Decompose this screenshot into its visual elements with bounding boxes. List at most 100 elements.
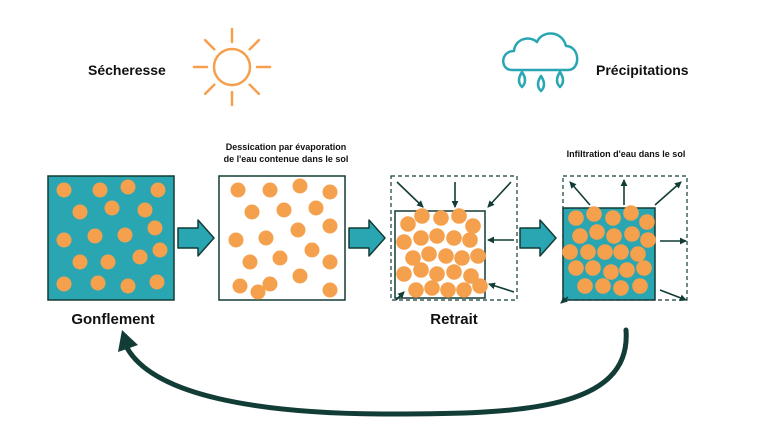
- soil-particle: [446, 230, 462, 246]
- soil-particle: [396, 266, 412, 282]
- sun-ray: [248, 83, 261, 96]
- panel-retrait-original-outline: [390, 175, 518, 301]
- soil-particle: [632, 278, 648, 294]
- label-secheresse: Sécheresse: [88, 62, 166, 78]
- compression-arrow: [488, 282, 515, 293]
- soil-particle: [308, 200, 324, 216]
- soil-particle: [100, 254, 116, 270]
- soil-particle: [463, 268, 479, 284]
- rain-drop: [555, 70, 565, 89]
- soil-particle: [56, 276, 72, 292]
- soil-particle: [640, 232, 656, 248]
- expansion-arrow: [659, 289, 687, 302]
- soil-particle: [424, 280, 440, 296]
- soil-particle: [230, 182, 246, 198]
- soil-particle: [595, 278, 611, 294]
- soil-particle: [619, 262, 635, 278]
- soil-particle: [262, 182, 278, 198]
- compression-arrow: [395, 291, 405, 301]
- soil-particle: [577, 278, 593, 294]
- soil-particle: [322, 254, 338, 270]
- soil-particle: [462, 232, 478, 248]
- sun-ray: [248, 38, 261, 51]
- label-retrait: Retrait: [430, 311, 478, 328]
- rain-drop: [517, 70, 527, 89]
- soil-particle: [580, 244, 596, 260]
- soil-particle: [440, 282, 456, 298]
- soil-particle: [242, 254, 258, 270]
- soil-particle: [137, 202, 153, 218]
- rain-drop: [536, 74, 546, 93]
- soil-particle: [120, 179, 136, 195]
- soil-particle: [639, 214, 655, 230]
- soil-particle: [605, 210, 621, 226]
- soil-particle: [87, 228, 103, 244]
- soil-particle: [322, 218, 338, 234]
- soil-particle: [465, 218, 481, 234]
- soil-particle: [117, 227, 133, 243]
- soil-particle: [470, 248, 486, 264]
- soil-particle: [586, 206, 602, 222]
- label-infiltration: Infiltration d'eau dans le sol: [566, 149, 686, 159]
- label-dessication: Dessication par évaporation de l'eau con…: [198, 141, 374, 165]
- soil-particle: [322, 282, 338, 298]
- soil-particle: [408, 282, 424, 298]
- soil-particle: [421, 246, 437, 262]
- soil-particle: [232, 278, 248, 294]
- soil-particle: [120, 278, 136, 294]
- cycle-arrowhead: [118, 330, 138, 352]
- flow-arrow: [348, 219, 386, 257]
- soil-particle: [429, 228, 445, 244]
- cycle-arrow: [123, 327, 629, 417]
- soil-particle: [72, 254, 88, 270]
- soil-particle: [228, 232, 244, 248]
- soil-particle: [150, 182, 166, 198]
- soil-particle: [451, 208, 467, 224]
- soil-particle: [429, 266, 445, 282]
- soil-particle: [290, 222, 306, 238]
- soil-particle: [132, 249, 148, 265]
- soil-particle: [585, 260, 601, 276]
- compression-arrow: [487, 181, 512, 208]
- soil-particle: [597, 244, 613, 260]
- soil-particle: [405, 250, 421, 266]
- soil-particle: [446, 264, 462, 280]
- sun-disc: [212, 47, 252, 87]
- soil-particle: [413, 230, 429, 246]
- soil-particle: [147, 220, 163, 236]
- compression-arrow: [396, 181, 424, 208]
- soil-particle: [636, 260, 652, 276]
- expansion-arrow: [569, 181, 591, 206]
- label-dessication-line1: Dessication par évaporation: [225, 142, 347, 152]
- flow-arrow: [519, 219, 557, 257]
- sun-ray: [203, 83, 216, 96]
- sun-icon: [192, 27, 272, 107]
- soil-particle: [250, 284, 266, 300]
- soil-particle: [456, 282, 472, 298]
- soil-particle: [589, 224, 605, 240]
- label-gonflement: Gonflement: [71, 311, 155, 328]
- soil-particle: [454, 250, 470, 266]
- soil-particle: [56, 182, 72, 198]
- soil-particle: [276, 202, 292, 218]
- soil-particle: [613, 244, 629, 260]
- soil-particle: [292, 268, 308, 284]
- soil-particle: [433, 210, 449, 226]
- soil-particle: [152, 242, 168, 258]
- soil-particle: [72, 204, 88, 220]
- soil-particle: [606, 228, 622, 244]
- soil-particle: [572, 228, 588, 244]
- label-precipitations: Précipitations: [596, 62, 689, 78]
- soil-particle: [292, 178, 308, 194]
- rain-cloud-icon: [502, 32, 579, 93]
- soil-particle: [613, 280, 629, 296]
- sun-ray: [203, 38, 216, 51]
- soil-particle: [92, 182, 108, 198]
- soil-particle: [396, 234, 412, 250]
- expansion-arrow: [654, 181, 682, 206]
- soil-particle: [472, 278, 488, 294]
- soil-particle: [568, 210, 584, 226]
- soil-particle: [272, 250, 288, 266]
- soil-particle: [568, 260, 584, 276]
